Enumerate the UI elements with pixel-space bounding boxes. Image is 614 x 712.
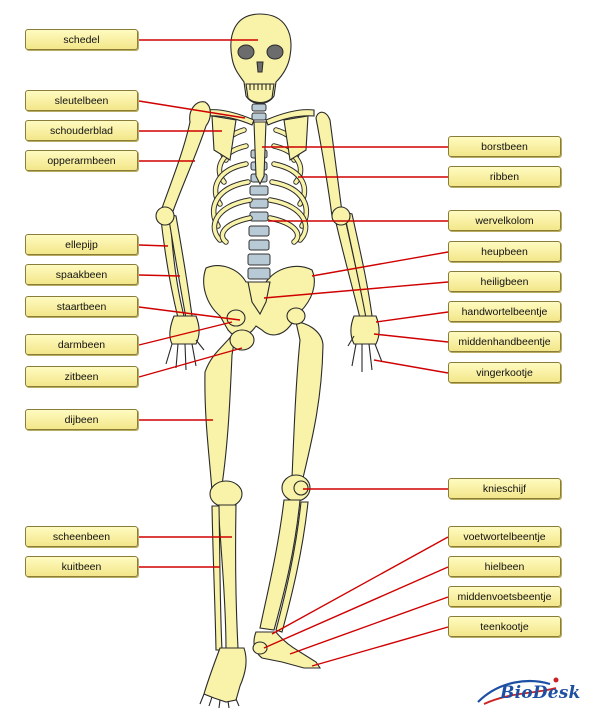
label-vingerkootje: vingerkootje	[448, 362, 561, 383]
label-schouderblad: schouderblad	[25, 120, 138, 141]
clavicle-right	[265, 109, 315, 126]
label-staartbeen: staartbeen	[25, 296, 138, 317]
calcaneus-right	[252, 641, 268, 655]
label-sleutelbeen: sleutelbeen	[25, 90, 138, 111]
jaw	[245, 83, 275, 104]
label-voetwortelbeentje: voetwortelbeentje	[448, 526, 561, 547]
sacrum	[247, 281, 271, 316]
scapula-right	[283, 115, 309, 161]
label-kuitbeen: kuitbeen	[25, 556, 138, 577]
ischium-left	[229, 329, 255, 351]
patella-right	[293, 480, 309, 496]
label-zitbeen: zitbeen	[25, 366, 138, 387]
foot-left	[203, 647, 247, 703]
label-heiligbeen: heiligbeen	[448, 271, 561, 292]
biodesk-logo-swoosh	[477, 677, 559, 705]
hand-right	[350, 315, 380, 345]
label-hielbeen: hielbeen	[448, 556, 561, 577]
label-opperarmbeen: opperarmbeen	[25, 150, 138, 171]
fibula-right	[275, 501, 309, 633]
label-handwortelbeentje: handwortelbeentje	[448, 301, 561, 322]
sternum	[253, 121, 267, 186]
label-knieschijf: knieschijf	[448, 478, 561, 499]
humerus-right	[315, 111, 343, 217]
label-spaakbeen: spaakbeen	[25, 264, 138, 285]
label-ribben: ribben	[448, 166, 561, 187]
label-borstbeen: borstbeen	[448, 136, 561, 157]
label-teenkootje: teenkootje	[448, 616, 561, 637]
label-dijbeen: dijbeen	[25, 409, 138, 430]
label-heupbeen: heupbeen	[448, 241, 561, 262]
femur-left	[204, 329, 237, 499]
eye-socket-right	[266, 44, 284, 60]
label-middenhandbeentje: middenhandbeentje	[448, 331, 561, 352]
knee-left	[209, 480, 243, 508]
hip-socket-right	[286, 307, 306, 325]
label-schedel: schedel	[25, 29, 138, 50]
femur-right	[291, 321, 324, 479]
scapula-left	[211, 115, 237, 161]
neck-vertebra	[251, 103, 267, 112]
nasal-cavity	[256, 61, 264, 73]
biodesk-logo: BioDesk	[500, 683, 581, 703]
label-darmbeen: darmbeen	[25, 334, 138, 355]
humerus-left	[161, 101, 211, 215]
label-wervelkolom: wervelkolom	[448, 210, 561, 231]
hand-left	[169, 315, 200, 345]
label-middenvoetsbeentje: middenvoetsbeentje	[448, 586, 561, 607]
eye-socket-left	[237, 44, 255, 60]
label-scheenbeen: scheenbeen	[25, 526, 138, 547]
label-ellepijp: ellepijp	[25, 234, 138, 255]
tibia-right	[259, 499, 301, 631]
